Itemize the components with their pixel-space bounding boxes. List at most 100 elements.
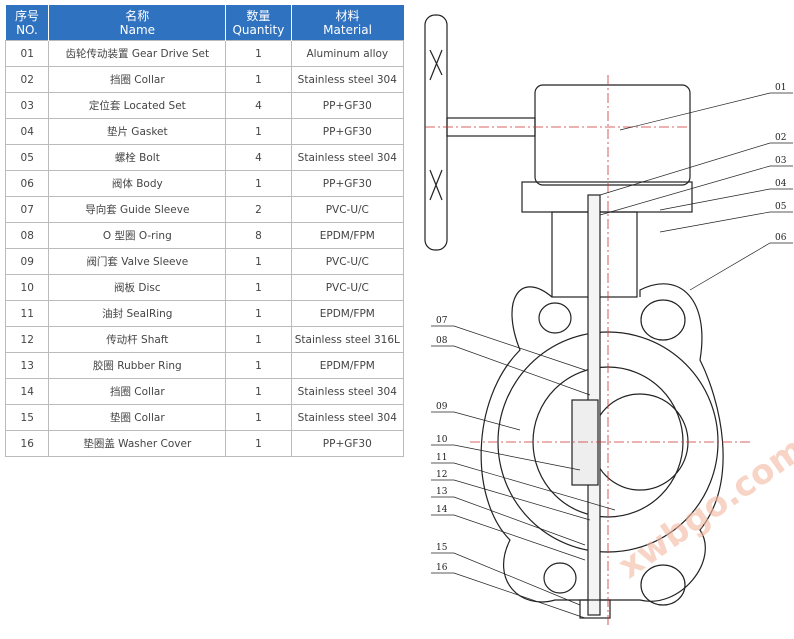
leader-line — [659, 188, 793, 211]
header-en: Quantity — [232, 22, 285, 37]
part-no: 05 — [4, 144, 50, 171]
callout-label: 14 — [436, 505, 448, 515]
quantity: 1 — [225, 248, 292, 275]
quantity: 1 — [225, 326, 292, 353]
leader-line — [431, 345, 591, 396]
leader-line — [431, 572, 586, 619]
callout-label: 13 — [436, 487, 448, 497]
part-name: 阀门套 Valve Sleeve — [48, 248, 227, 275]
header-en: Name — [119, 22, 156, 37]
leader-line — [431, 444, 581, 471]
quantity: 1 — [225, 66, 292, 93]
leader-line — [659, 211, 793, 233]
gear-box-base — [521, 181, 693, 213]
quantity: 4 — [225, 92, 292, 119]
leader-line — [431, 552, 581, 606]
valve-body — [480, 283, 724, 603]
callout-label: 10 — [436, 435, 448, 445]
part-name: 挡圈 Collar — [48, 66, 227, 93]
part-name: 垫片 Gasket — [48, 118, 227, 145]
part-no: 07 — [4, 196, 50, 223]
material: PVC-U/C — [290, 274, 405, 301]
callout-label: 09 — [436, 402, 448, 412]
part-no: 03 — [4, 92, 50, 119]
quantity: 1 — [225, 352, 292, 379]
part-name: 螺栓 Bolt — [48, 144, 227, 171]
part-no: 08 — [4, 222, 50, 249]
material: Stainless steel 316L — [290, 326, 405, 353]
handwheel-spokes — [429, 49, 443, 201]
quantity: 1 — [225, 118, 292, 145]
part-no: 04 — [4, 118, 50, 145]
callout-label: 15 — [436, 543, 448, 553]
bolt-hole-upper — [640, 299, 686, 341]
material: EPDM/FPM — [290, 222, 405, 249]
part-name: 垫圈 Collar — [48, 404, 227, 431]
leader-line — [431, 325, 586, 371]
header-zh: 序号 — [14, 8, 39, 23]
callout-label: 12 — [436, 470, 447, 480]
material: PVC-U/C — [290, 196, 405, 223]
material: Stainless steel 304 — [290, 378, 405, 405]
part-name: 挡圈 Collar — [48, 378, 227, 405]
header-zh: 数量 — [246, 8, 271, 23]
part-name: 垫圈盖 Washer Cover — [48, 430, 227, 457]
callout-label: 04 — [775, 179, 787, 189]
part-name: 胶圈 Rubber Ring — [48, 352, 227, 379]
part-no: 01 — [4, 40, 50, 67]
callout-label: 01 — [775, 83, 786, 93]
part-no: 16 — [4, 430, 50, 457]
part-no: 15 — [4, 404, 50, 431]
callout-label: 05 — [775, 202, 787, 212]
material: EPDM/FPM — [290, 300, 405, 327]
callout-label: 16 — [436, 563, 448, 573]
part-no: 11 — [4, 300, 50, 327]
callout-label: 11 — [436, 453, 447, 463]
leader-line — [431, 496, 586, 546]
material: Stainless steel 304 — [290, 404, 405, 431]
part-name: 阀板 Disc — [48, 274, 227, 301]
quantity: 8 — [225, 222, 292, 249]
disc — [571, 399, 599, 486]
quantity: 1 — [225, 40, 292, 67]
quantity: 1 — [225, 274, 292, 301]
material: Stainless steel 304 — [290, 144, 405, 171]
handwheel — [424, 14, 448, 251]
callout-label: 03 — [775, 156, 787, 166]
quantity: 1 — [225, 170, 292, 197]
quantity: 1 — [225, 430, 292, 457]
callout-label: 08 — [436, 336, 448, 346]
bolt-hole-lower — [640, 564, 686, 606]
leader-line — [431, 514, 586, 561]
leader-line — [431, 411, 521, 431]
quantity: 1 — [225, 300, 292, 327]
part-name: O 型圈 O-ring — [48, 222, 227, 249]
part-name: 导向套 Guide Sleeve — [48, 196, 227, 223]
washer-cover — [579, 599, 611, 619]
part-no: 09 — [4, 248, 50, 275]
leader-line — [599, 142, 793, 196]
quantity: 1 — [225, 404, 292, 431]
header-en: NO. — [16, 22, 38, 37]
part-no: 13 — [4, 352, 50, 379]
part-name: 传动杆 Shaft — [48, 326, 227, 353]
gear-box — [534, 84, 691, 186]
callout-label: 02 — [775, 133, 786, 143]
material: PP+GF30 — [290, 170, 405, 197]
leader-line — [599, 165, 793, 216]
material: Aluminum alloy — [290, 40, 405, 67]
